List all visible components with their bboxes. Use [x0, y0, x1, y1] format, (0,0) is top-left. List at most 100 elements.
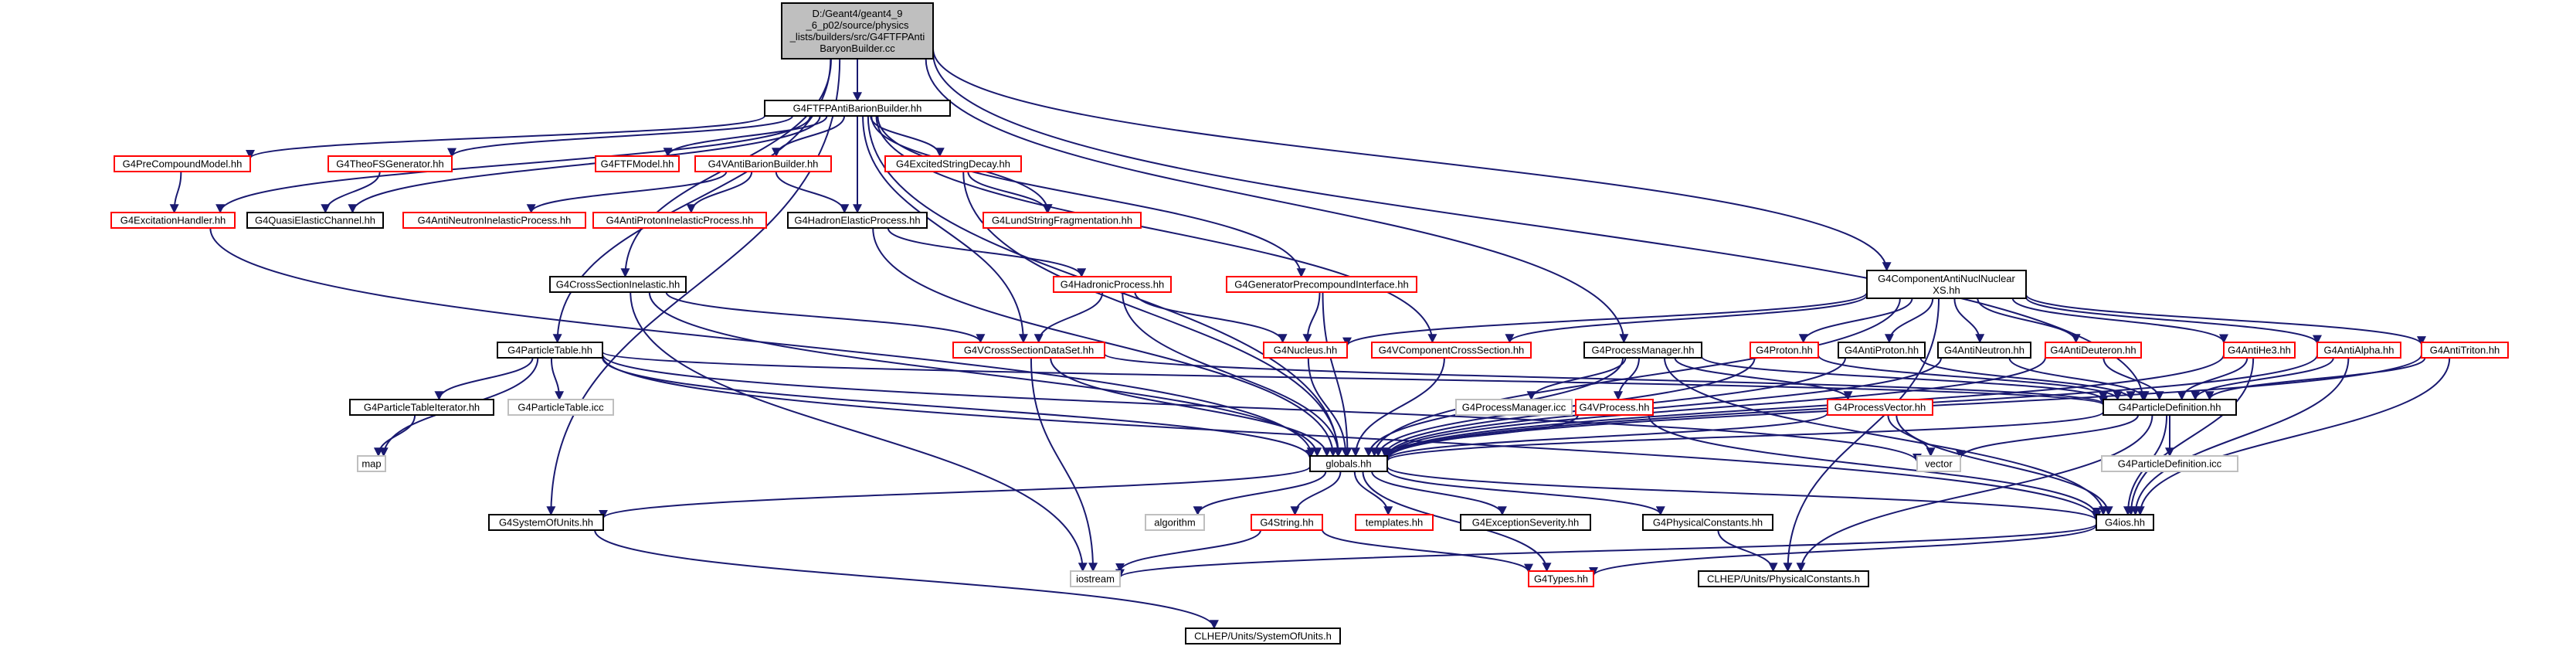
edge-particledef-to-clhep_physconst	[1796, 414, 2153, 573]
node-box-genprecompound	[1226, 276, 1417, 293]
node-label-systemofunits: G4SystemOfUnits.hh	[499, 517, 593, 529]
edge-vcrosssection_dataset-to-globals	[1050, 357, 1332, 457]
edge-particletable-to-particletable_icc	[550, 357, 565, 401]
edge-g4ios-to-iostream	[1115, 523, 2097, 579]
edge-componentantinucl-to-proton	[1798, 298, 1913, 344]
node-box-vcrosssection_dataset	[952, 342, 1105, 359]
node-genprecompound[interactable]: G4GeneratorPrecompoundInterface.hh	[1226, 276, 1417, 293]
edge-componentantinucl-to-globals	[1369, 298, 1901, 457]
node-antiproton[interactable]: G4AntiProton.hh	[1838, 342, 1926, 359]
node-particledef[interactable]: G4ParticleDefinition.hh	[2103, 399, 2237, 416]
node-proton[interactable]: G4Proton.hh	[1750, 342, 1819, 359]
node-vcomponent_cs[interactable]: G4VComponentCrossSection.hh	[1371, 342, 1532, 359]
edge-antiproton-to-particledef	[1919, 357, 2136, 401]
node-antialpha[interactable]: G4AntiAlpha.hh	[2316, 342, 2401, 359]
node-label-root-line-2: _lists/builders/src/G4FTFPAnti	[789, 31, 925, 43]
node-antiproton_inel[interactable]: G4AntiProtonInelasticProcess.hh	[592, 212, 767, 229]
node-box-antihe3	[2223, 342, 2296, 359]
node-exceptionseverity[interactable]: G4ExceptionSeverity.hh	[1460, 514, 1591, 531]
node-particledef_icc: G4ParticleDefinition.icc	[2101, 455, 2238, 472]
edge-particletable-to-particledef	[602, 351, 2108, 406]
node-quasielastic[interactable]: G4QuasiElasticChannel.hh	[246, 212, 384, 229]
node-antideuteron[interactable]: G4AntiDeuteron.hh	[2045, 342, 2142, 359]
edge-genprecompound-to-nucleus	[1302, 291, 1321, 344]
node-box-lundstring	[983, 212, 1142, 229]
node-vantibarion[interactable]: G4VAntiBarionBuilder.hh	[694, 155, 832, 172]
node-label-particletable: G4ParticleTable.hh	[507, 345, 592, 356]
node-nucleus[interactable]: G4Nucleus.hh	[1263, 342, 1348, 359]
node-label-excitedstring: G4ExcitedStringDecay.hh	[896, 158, 1010, 170]
node-box-particletable_icc	[507, 399, 614, 416]
node-particletable_iter[interactable]: G4ParticleTableIterator.hh	[349, 399, 494, 416]
node-box-antiproton_inel	[592, 212, 767, 229]
node-box-hadronelastic	[787, 212, 928, 229]
node-g4types[interactable]: G4Types.hh	[1528, 570, 1594, 587]
node-physicalconstants[interactable]: G4PhysicalConstants.hh	[1642, 514, 1773, 531]
node-vcrosssection_dataset[interactable]: G4VCrossSectionDataSet.hh	[952, 342, 1105, 359]
node-label-precompound_model: G4PreCompoundModel.hh	[123, 158, 243, 170]
node-root[interactable]: D:/Geant4/geant4_9_6_p02/source/physics_…	[781, 2, 934, 60]
edge-ftfp-to-quasielastic	[348, 115, 821, 214]
node-processmanager[interactable]: G4ProcessManager.hh	[1583, 342, 1702, 359]
node-hadronelastic[interactable]: G4HadronElasticProcess.hh	[787, 212, 928, 229]
node-iostream: iostream	[1070, 570, 1121, 587]
node-crosssection_inel[interactable]: G4CrossSectionInelastic.hh	[549, 276, 687, 293]
node-globals[interactable]: globals.hh	[1309, 455, 1388, 472]
node-g4ios[interactable]: G4ios.hh	[2096, 514, 2154, 531]
node-label-particletable_icc: G4ParticleTable.icc	[518, 402, 604, 413]
node-ftfmodel[interactable]: G4FTFModel.hh	[595, 155, 680, 172]
node-box-nucleus	[1263, 342, 1348, 359]
edge-ftfp-to-vantibarion	[771, 115, 846, 158]
node-ftfp[interactable]: G4FTFPAntiBarionBuilder.hh	[764, 100, 951, 117]
edge-crosssection_inel-to-vcrosssection_dataset	[665, 291, 986, 344]
node-box-clhep_physconst	[1698, 570, 1869, 587]
node-hadronicprocess[interactable]: G4HadronicProcess.hh	[1053, 276, 1172, 293]
node-box-vprocess	[1575, 399, 1654, 416]
edge-vantibarion-to-hadronelastic	[775, 171, 850, 214]
edge-vantibarion-to-antiproton_inel	[686, 171, 753, 214]
node-vprocess[interactable]: G4VProcess.hh	[1575, 399, 1654, 416]
node-precompound_model[interactable]: G4PreCompoundModel.hh	[114, 155, 251, 172]
node-lundstring[interactable]: G4LundStringFragmentation.hh	[983, 212, 1142, 229]
node-theofs[interactable]: G4TheoFSGenerator.hh	[328, 155, 453, 172]
node-label-map: map	[361, 458, 381, 470]
node-g4string[interactable]: G4String.hh	[1251, 514, 1323, 531]
node-antitriton[interactable]: G4AntiTriton.hh	[2421, 342, 2509, 359]
edge-processvector-to-globals	[1383, 412, 1828, 461]
node-templates[interactable]: templates.hh	[1355, 514, 1434, 531]
edge-g4ios-to-g4types	[1589, 525, 2097, 576]
edge-ftfp-to-excitedstring	[870, 115, 945, 158]
node-label-lundstring: G4LundStringFragmentation.hh	[992, 215, 1132, 226]
node-clhep_sysunits[interactable]: CLHEP/Units/SystemOfUnits.h	[1185, 627, 1341, 644]
edge-ftfp-to-excitation	[216, 115, 811, 214]
edge-processvector-to-g4ios	[1896, 414, 2113, 516]
node-processmanager_icc: G4ProcessManager.icc	[1455, 399, 1573, 416]
node-excitation[interactable]: G4ExcitationHandler.hh	[110, 212, 236, 229]
edge-excitedstring-to-lundstring	[967, 171, 1052, 214]
node-systemofunits[interactable]: G4SystemOfUnits.hh	[488, 514, 604, 531]
node-clhep_physconst[interactable]: CLHEP/Units/PhysicalConstants.h	[1698, 570, 1869, 587]
node-antineutron_inel[interactable]: G4AntiNeutronInelasticProcess.hh	[402, 212, 586, 229]
node-label-vantibarion: G4VAntiBarionBuilder.hh	[708, 158, 819, 170]
node-box-antineutron_inel	[402, 212, 586, 229]
node-box-vantibarion	[694, 155, 832, 172]
edge-antihe3-to-g4ios	[2126, 357, 2255, 516]
edge-particletable-to-particletable_iter	[434, 357, 534, 401]
node-excitedstring[interactable]: G4ExcitedStringDecay.hh	[884, 155, 1022, 172]
node-box-clhep_sysunits	[1185, 627, 1341, 644]
node-box-map	[357, 455, 386, 472]
edge-root-to-processmanager	[925, 58, 1629, 344]
node-vector: vector	[1916, 455, 1961, 472]
node-antihe3[interactable]: G4AntiHe3.hh	[2223, 342, 2296, 359]
node-label-ftfp: G4FTFPAntiBarionBuilder.hh	[793, 103, 922, 114]
node-label-hadronelastic: G4HadronElasticProcess.hh	[794, 215, 920, 226]
node-box-crosssection_inel	[549, 276, 687, 293]
node-box-g4string	[1251, 514, 1323, 531]
node-label-particletable_iter: G4ParticleTableIterator.hh	[364, 402, 480, 413]
edge-globals-to-algorithm	[1193, 471, 1327, 516]
node-particletable[interactable]: G4ParticleTable.hh	[497, 342, 603, 359]
node-processvector[interactable]: G4ProcessVector.hh	[1827, 399, 1933, 416]
node-antineutron[interactable]: G4AntiNeutron.hh	[1937, 342, 2031, 359]
